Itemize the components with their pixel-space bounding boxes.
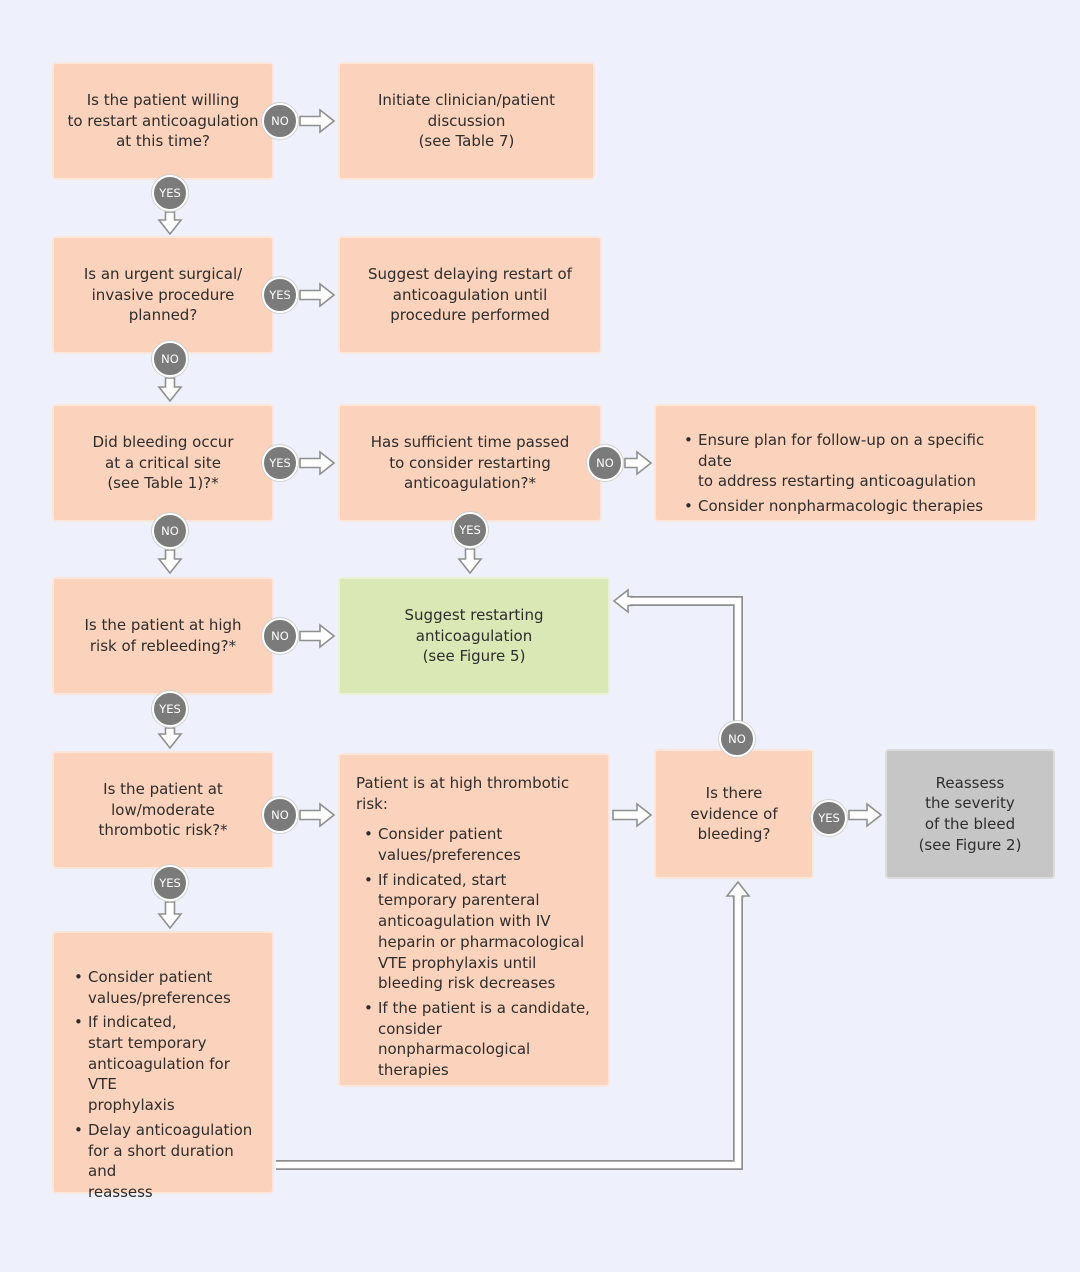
yes-badge: YES xyxy=(152,175,188,211)
no-badge: NO xyxy=(262,797,298,833)
yes-badge: YES xyxy=(152,691,188,727)
delay-restart-text: Suggest delaying restart of anticoagulat… xyxy=(368,264,572,325)
yes-badge: YES xyxy=(452,512,488,548)
no-badge: NO xyxy=(152,513,188,549)
high-risk-item: If the patient is a candidate, consider … xyxy=(360,998,598,1081)
sufficient-time-question: Has sufficient time passed to consider r… xyxy=(338,404,602,522)
arrow-right xyxy=(299,802,336,828)
low-risk-item: If indicated, start temporary anticoagul… xyxy=(70,1012,262,1115)
delay-restart-box: Suggest delaying restart of anticoagulat… xyxy=(338,236,602,354)
arrow-up xyxy=(725,880,751,899)
arrow-down xyxy=(157,727,183,750)
critical-site-text: Did bleeding occur at a critical site (s… xyxy=(92,432,234,493)
initiate-discussion-box: Initiate clinician/patient discussion (s… xyxy=(338,62,595,180)
high-thrombotic-risk-heading: Patient is at high thrombotic risk: xyxy=(356,774,570,813)
follow-up-list: Ensure plan for follow-up on a specific … xyxy=(680,430,1019,517)
high-thrombotic-risk-box: Patient is at high thrombotic risk: Cons… xyxy=(338,753,610,1087)
critical-site-question: Did bleeding occur at a critical site (s… xyxy=(52,404,274,522)
urgent-procedure-question: Is an urgent surgical/ invasive procedur… xyxy=(52,236,274,354)
low-risk-item: Delay anticoagulation for a short durati… xyxy=(70,1120,262,1203)
no-badge: NO xyxy=(719,721,755,757)
restart-willingness-question: Is the patient willing to restart antico… xyxy=(52,62,274,180)
arrow-group xyxy=(157,108,883,930)
initiate-discussion-text: Initiate clinician/patient discussion (s… xyxy=(377,90,556,151)
follow-up-item: Ensure plan for follow-up on a specific … xyxy=(680,430,1019,492)
low-moderate-risk-question: Is the patient at low/moderate thromboti… xyxy=(52,751,274,869)
high-risk-item: If indicated, start temporary parenteral… xyxy=(360,870,598,994)
arrow-right xyxy=(299,623,336,649)
reassess-text: Reassess the severity of the bleed (see … xyxy=(918,773,1022,854)
yes-badge: YES xyxy=(262,277,298,313)
suggest-restart-text: Suggest restarting anticoagulation (see … xyxy=(404,605,544,666)
high-rebleed-text: Is the patient at high risk of rebleedin… xyxy=(84,616,242,655)
arrow-right xyxy=(299,282,336,308)
loop-to-restart-fill xyxy=(630,597,742,722)
arrow-down xyxy=(157,211,183,236)
no-badge: NO xyxy=(152,341,188,377)
restart-willingness-text: Is the patient willing to restart antico… xyxy=(67,90,259,151)
arrow-right xyxy=(624,450,653,476)
arrow-down xyxy=(157,377,183,403)
arrow-right xyxy=(612,802,653,828)
arrow-right xyxy=(848,802,883,828)
no-badge: NO xyxy=(262,103,298,139)
suggest-restart-box: Suggest restarting anticoagulation (see … xyxy=(338,577,610,695)
low-moderate-risk-text: Is the patient at low/moderate thromboti… xyxy=(98,779,228,840)
no-badge: NO xyxy=(262,618,298,654)
yes-badge: YES xyxy=(811,800,847,836)
arrow-down xyxy=(157,901,183,930)
arrow-left xyxy=(612,588,633,614)
high-thrombotic-risk-list: Consider patient values/preferences If i… xyxy=(360,824,598,1080)
arrow-right xyxy=(299,108,336,134)
yes-badge: YES xyxy=(152,865,188,901)
evidence-bleeding-text: Is there evidence of bleeding? xyxy=(690,783,778,844)
reassess-box: Reassess the severity of the bleed (see … xyxy=(885,749,1055,879)
no-badge: NO xyxy=(587,445,623,481)
sufficient-time-text: Has sufficient time passed to consider r… xyxy=(370,432,570,493)
high-risk-item: Consider patient values/preferences xyxy=(360,824,598,865)
high-rebleed-question: Is the patient at high risk of rebleedin… xyxy=(52,577,274,695)
loop-to-evidence-fill xyxy=(276,896,742,1169)
arrow-right xyxy=(299,450,336,476)
follow-up-item: Consider nonpharmacologic therapies xyxy=(680,496,1019,517)
loop-path-group xyxy=(276,596,743,1170)
arrow-down xyxy=(157,549,183,575)
arrow-down xyxy=(457,548,483,575)
low-risk-actions-list: Consider patient values/preferences If i… xyxy=(70,967,262,1203)
evidence-bleeding-question: Is there evidence of bleeding? xyxy=(654,749,814,879)
urgent-procedure-text: Is an urgent surgical/ invasive procedur… xyxy=(83,264,243,325)
yes-badge: YES xyxy=(262,445,298,481)
low-risk-actions-box: Consider patient values/preferences If i… xyxy=(52,931,274,1201)
follow-up-plan-box: Ensure plan for follow-up on a specific … xyxy=(654,404,1037,522)
low-risk-item: Consider patient values/preferences xyxy=(70,967,262,1008)
loop-to-restart-outline xyxy=(630,596,743,722)
